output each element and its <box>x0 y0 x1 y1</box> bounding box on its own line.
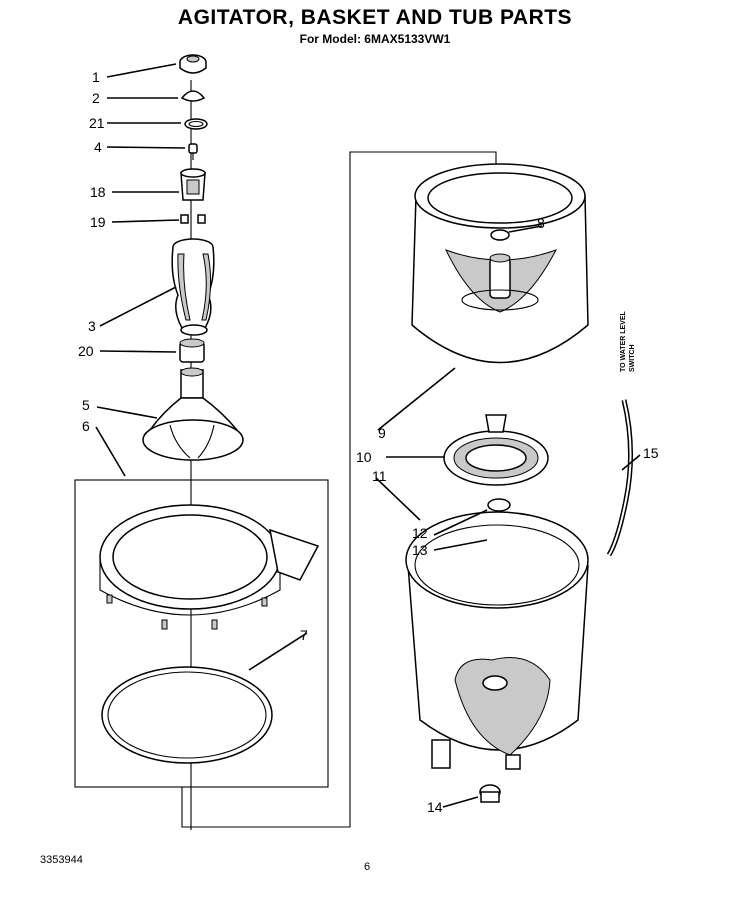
callout-18: 18 <box>90 184 106 200</box>
water-level-note-line1: TO WATER LEVEL <box>620 310 627 372</box>
page-number: 6 <box>364 861 371 873</box>
part-15-hose[interactable] <box>606 399 634 557</box>
part-21-ring[interactable] <box>184 118 208 130</box>
part-10-drive-ring[interactable] <box>443 414 549 486</box>
part-1-agitator-cap[interactable] <box>179 54 207 74</box>
part-4-nut[interactable] <box>188 143 198 160</box>
doc-number: 3353944 <box>40 854 83 866</box>
part-11-outer-tub[interactable] <box>405 511 589 770</box>
part-20-spline[interactable] <box>179 338 205 363</box>
callout-10: 10 <box>356 449 372 465</box>
callout-2: 2 <box>92 90 100 106</box>
part-5-agitator-base[interactable] <box>142 367 244 461</box>
callout-13: 13 <box>412 542 428 558</box>
page-subtitle: For Model: 6MAX5133VW1 <box>299 32 451 46</box>
callout-1: 1 <box>92 69 100 85</box>
callout-7: 7 <box>300 627 308 643</box>
callout-12: 12 <box>412 525 428 541</box>
callout-19: 19 <box>90 214 106 230</box>
callout-9: 9 <box>378 425 386 441</box>
connector-line <box>181 151 497 828</box>
part-6-group-box <box>74 479 329 788</box>
part-8-nut[interactable] <box>490 229 510 241</box>
callout-15: 15 <box>643 445 659 461</box>
part-2-cap[interactable] <box>180 90 206 102</box>
part-18-cam[interactable] <box>180 168 206 201</box>
callout-4: 4 <box>94 139 102 155</box>
callout-3: 3 <box>88 318 96 334</box>
callout-5: 5 <box>82 397 90 413</box>
callout-leaders <box>95 63 641 808</box>
part-9-basket[interactable] <box>411 163 589 364</box>
callout-20: 20 <box>78 343 94 359</box>
part-14-nut[interactable] <box>479 784 501 803</box>
part-12-seal[interactable] <box>487 498 511 512</box>
water-level-note-line2: SWITCH <box>629 344 636 372</box>
page-title: AGITATOR, BASKET AND TUB PARTS <box>177 6 573 29</box>
callout-21: 21 <box>89 115 105 131</box>
part-19-dogs[interactable] <box>180 214 206 224</box>
callout-6: 6 <box>82 418 90 434</box>
callout-14: 14 <box>427 799 443 815</box>
part-3-agitator-barrel[interactable] <box>171 238 215 336</box>
callout-8: 8 <box>537 215 545 231</box>
part-7-snubber-ring[interactable] <box>101 666 273 764</box>
callout-11: 11 <box>372 468 387 484</box>
part-6-balance-ring[interactable] <box>99 504 320 630</box>
